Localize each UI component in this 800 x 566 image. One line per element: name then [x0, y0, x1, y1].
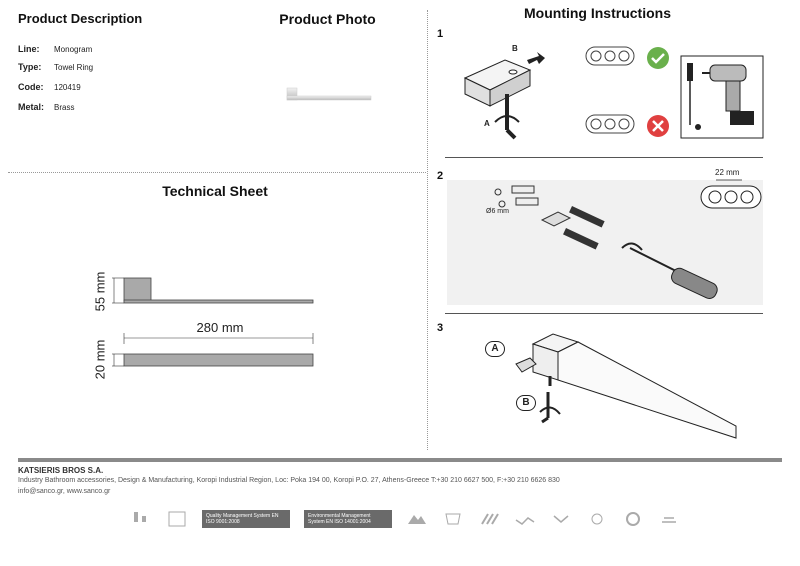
width-dimension: 280 mm: [196, 320, 244, 335]
step-2-illustration: [494, 185, 718, 299]
sun-logo-icon: [591, 513, 603, 525]
stripes-logo-icon: [481, 513, 499, 525]
step-3-number: 3: [437, 322, 444, 334]
check-icon: [647, 47, 669, 69]
technical-drawing-side: [112, 277, 314, 304]
product-photo-title: Product Photo: [279, 11, 376, 27]
technical-drawing-top: [112, 333, 314, 367]
chevron-logo-icon: [553, 515, 569, 523]
cert-quality-badge: Quality Management System EN ISO 9001:20…: [202, 510, 290, 528]
wave-logo-icon: [515, 517, 535, 525]
divider-vertical: [427, 10, 428, 450]
cert-quality-text: Quality Management System EN ISO 9001:20…: [206, 513, 279, 525]
step-1-label-a: A: [484, 119, 490, 128]
footer-bar: [18, 458, 782, 462]
company-web: info@sanco.gr, www.sanco.gr: [18, 488, 111, 495]
quality-seal-icon: [168, 511, 186, 527]
mounting-instructions-title: Mounting Instructions: [524, 5, 671, 21]
cert-environment-badge: Environmental Management System EN ISO 1…: [304, 510, 392, 528]
spec-metal: Metal:Brass: [18, 102, 75, 112]
step-1-illustration: [463, 52, 545, 140]
spacing-label: 22 mm: [715, 168, 740, 177]
step-1-label-b: B: [512, 44, 518, 53]
step-3-illustration: [515, 333, 737, 439]
technical-sheet-title: Technical Sheet: [162, 183, 268, 199]
bracket-incorrect: [585, 114, 635, 134]
tools-icon: [680, 55, 764, 139]
company-address: Industry Bathroom accessories, Design & …: [18, 477, 560, 484]
company-name: KATSIERIS BROS S.A.: [18, 466, 104, 475]
brand-logo-icon: [662, 517, 676, 523]
height-dimension: 55 mm: [92, 271, 108, 312]
step-2-number: 2: [437, 170, 444, 182]
depth-dimension: 20 mm: [92, 339, 108, 380]
step-3-label-a: A: [485, 341, 505, 357]
certification-logos: Quality Management System EN ISO 9001:20…: [130, 510, 680, 528]
bracket-correct: [585, 46, 635, 66]
step-divider-2: [445, 313, 763, 314]
drill-diameter-label: Ø6 mm: [486, 208, 509, 215]
hotels-logo-icon: [134, 512, 146, 522]
step-1-number: 1: [437, 28, 444, 40]
product-description-title: Product Description: [18, 11, 143, 26]
spec-code: Code:120419: [18, 82, 81, 92]
step-3-label-b: B: [516, 395, 536, 411]
warranty-logo-icon: [445, 513, 461, 525]
cert-env-text: Environmental Management System EN ISO 1…: [308, 513, 371, 525]
divider-horizontal: [8, 172, 426, 173]
spec-line: Line:Monogram: [18, 44, 93, 54]
step-divider-1: [445, 157, 763, 158]
circle-logo-icon: [626, 512, 640, 526]
bracket-spacing: [700, 179, 762, 209]
mountain-logo-icon: [408, 515, 426, 524]
spec-type: Type:Towel Ring: [18, 62, 94, 72]
product-photo: [286, 87, 372, 101]
cross-icon: [647, 115, 669, 137]
